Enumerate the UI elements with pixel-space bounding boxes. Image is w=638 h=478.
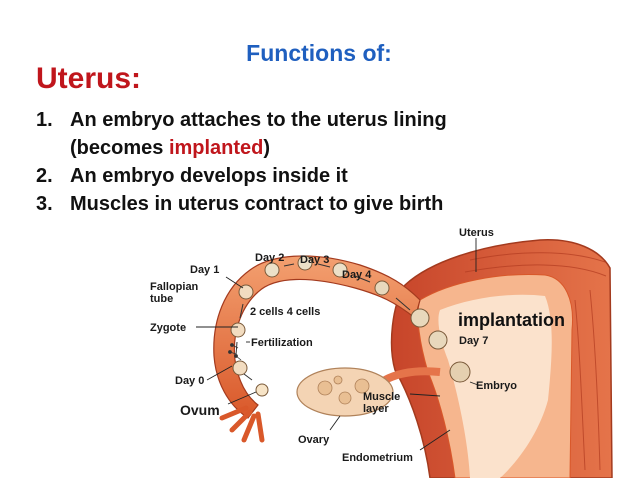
label-muscle: Muscle	[363, 391, 400, 403]
label-day2: Day 2	[255, 252, 284, 264]
label-layer: layer	[363, 403, 389, 415]
implantation-label: implantation	[458, 310, 565, 330]
list-number: 2.	[36, 165, 53, 187]
list-text-pre: (becomes	[70, 137, 169, 159]
fallopian-tube	[213, 255, 421, 419]
label-zygote: Zygote	[150, 322, 186, 334]
label-day0: Day 0	[175, 375, 204, 387]
path-arrows	[235, 263, 411, 381]
implanted-highlight: implanted	[168, 137, 264, 159]
label-ovary: Ovary	[298, 434, 330, 446]
label-fertilization: Fertilization	[251, 337, 313, 349]
embryo-stages	[230, 255, 471, 397]
label-tube: tube	[150, 293, 173, 305]
list-item: 1. An embryo attaches to the uterus lini…	[36, 106, 447, 134]
label-ovum: Ovum	[180, 402, 220, 418]
slide-title: Functions of:	[246, 40, 392, 66]
label-day7: Day 7	[459, 335, 488, 347]
list-number: 1.	[36, 109, 53, 131]
ovarian-ligament	[383, 367, 441, 384]
uterine-cavity	[438, 294, 552, 478]
leader-lines	[196, 238, 479, 451]
label-uterus: Uterus	[459, 227, 494, 239]
label-endometrium: Endometrium	[342, 452, 413, 464]
list-text-post: )	[263, 137, 271, 159]
label-cells: 2 cells 4 cells	[250, 306, 320, 318]
list-text: An embryo develops inside it	[70, 165, 348, 187]
label-fallopian: Fallopian	[150, 281, 199, 293]
ovary-follicles	[317, 375, 370, 405]
list-item-continuation: (becomes implanted)	[36, 134, 447, 162]
label-day1: Day 1	[190, 264, 219, 276]
label-day3: Day 3	[300, 254, 329, 266]
label-embryo: Embryo	[476, 380, 517, 392]
list-item: 3. Muscles in uterus contract to give bi…	[36, 190, 447, 218]
list-text: Muscles in uterus contract to give birth	[70, 193, 444, 215]
list-text: An embryo attaches to the uterus lining	[70, 109, 447, 131]
functions-list: 1. An embryo attaches to the uterus lini…	[36, 106, 447, 218]
list-item: 2. An embryo develops inside it	[36, 162, 447, 190]
slide-heading: Uterus:	[36, 62, 142, 95]
label-day4: Day 4	[342, 269, 372, 281]
fimbriae	[219, 405, 265, 443]
list-number: 3.	[36, 193, 53, 215]
